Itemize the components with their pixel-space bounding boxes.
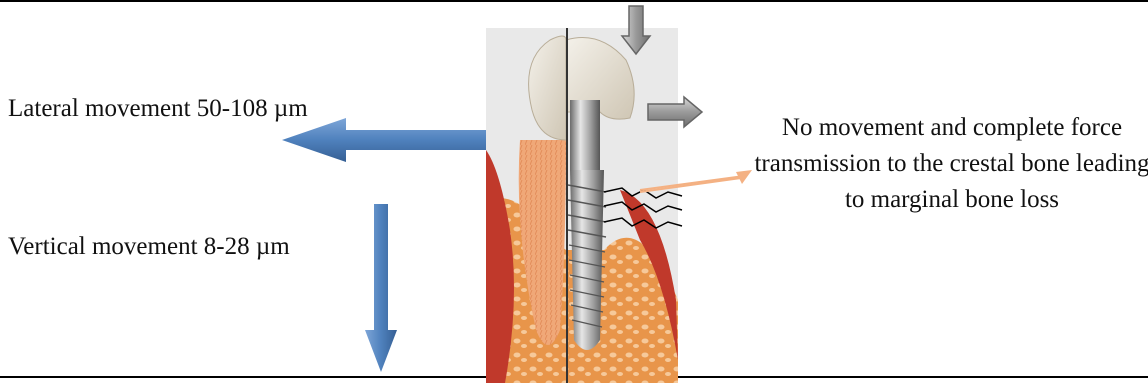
vertical-movement-label: Vertical movement 8-28 µm — [8, 232, 290, 262]
implant-abutment — [570, 100, 600, 170]
implant-description-label: No movement and complete force transmiss… — [752, 110, 1148, 218]
lateral-movement-label: Lateral movement 50-108 µm — [8, 94, 308, 124]
vertical-movement-arrow — [365, 204, 397, 372]
tooth-implant-illustration — [486, 28, 682, 383]
lateral-movement-arrow — [282, 118, 486, 162]
